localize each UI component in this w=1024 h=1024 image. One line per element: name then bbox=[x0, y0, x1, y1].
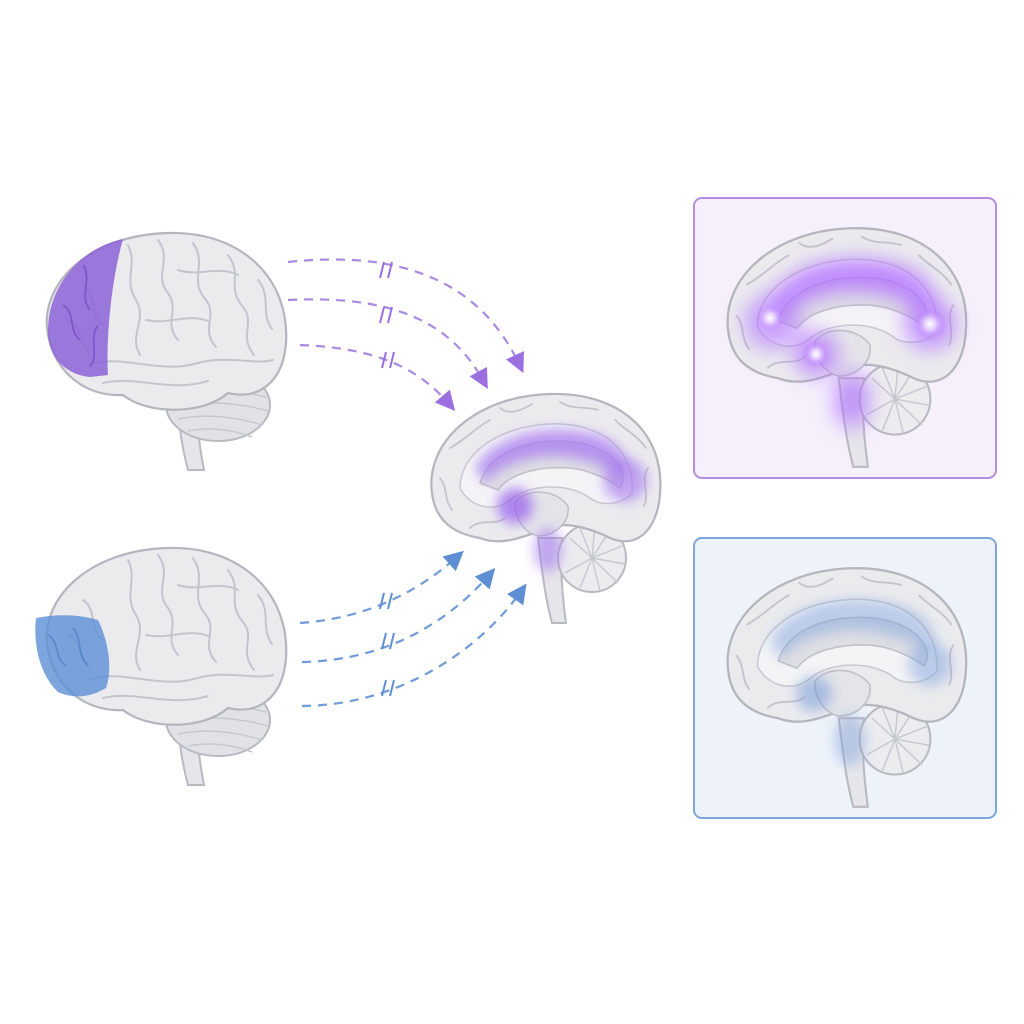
arrows-top-group bbox=[287, 258, 524, 412]
sparkle-icon bbox=[756, 304, 784, 332]
activation-overlay-center bbox=[475, 429, 647, 572]
panel-blue bbox=[693, 537, 997, 819]
dashed-arrow-icon bbox=[301, 568, 496, 664]
double-slash-break-icon bbox=[379, 261, 395, 369]
arrows-bottom-group bbox=[299, 550, 527, 708]
panel-purple bbox=[693, 197, 997, 479]
occipital-lobe-highlight bbox=[35, 615, 110, 697]
sparkle-icon bbox=[914, 308, 946, 340]
brain-sagittal-center bbox=[430, 392, 662, 625]
activation-overlay-blue bbox=[770, 599, 952, 766]
brain-sagittal-panel-purple bbox=[726, 226, 968, 468]
double-slash-break-icon bbox=[379, 592, 395, 697]
sparkle-icon bbox=[803, 341, 829, 367]
activation-overlay-purple bbox=[744, 259, 956, 428]
brain-lateral-bottom bbox=[35, 546, 288, 787]
dashed-arrow-icon bbox=[299, 343, 456, 412]
brain-sagittal-icon bbox=[430, 392, 662, 625]
frontal-lobe-highlight bbox=[47, 239, 123, 377]
brain-sagittal-panel-blue bbox=[726, 566, 968, 808]
brain-lateral-top bbox=[45, 231, 288, 472]
dashed-arrow-icon bbox=[299, 550, 464, 625]
dashed-arrow-icon bbox=[287, 298, 488, 389]
dashed-arrow-icon bbox=[287, 258, 524, 374]
dashed-arrow-icon bbox=[301, 583, 527, 708]
